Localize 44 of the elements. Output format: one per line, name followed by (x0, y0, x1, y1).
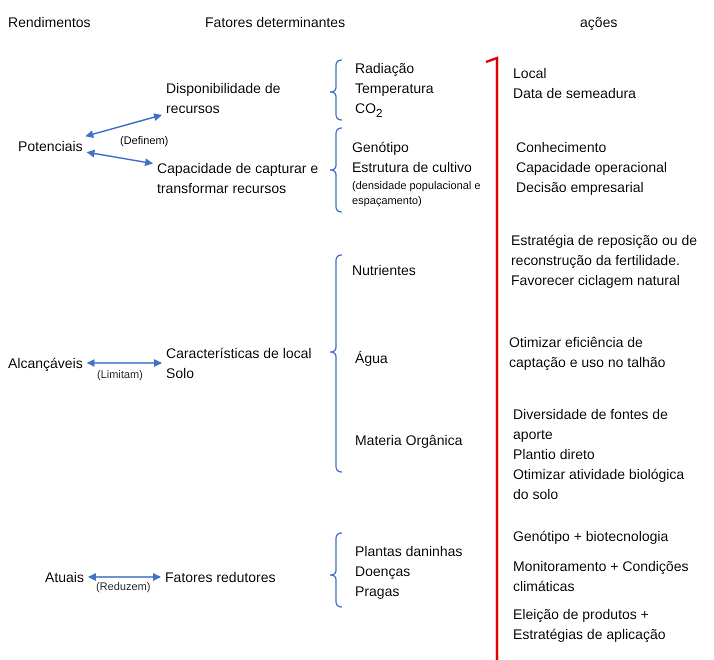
annotation-text: (Definem) (120, 134, 170, 149)
action-text: Decisão empresarial (516, 178, 645, 197)
factor-text: Doenças (355, 562, 412, 581)
column-header: Rendimentos (8, 13, 92, 32)
action-text: Favorecer ciclagem natural (511, 271, 681, 290)
factor-text: Materia Orgânica (355, 431, 464, 450)
action-text: Local (513, 64, 548, 83)
category-text: Características de local (166, 344, 313, 363)
factor-note: (densidade populacional e espaçamento) (352, 179, 482, 209)
category-text: Alcançáveis (8, 354, 84, 373)
category-text: Potenciais (18, 137, 84, 156)
factor-text: Radiação (355, 59, 416, 78)
action-text: Monitoramento + Condições climáticas (513, 557, 690, 596)
category-text: Solo (166, 364, 196, 383)
action-text: Otimizar atividade biológica do solo (513, 465, 686, 504)
action-text: Estratégia de reposição ou de reconstrução da fertilidade. (511, 231, 698, 270)
action-text: Diversidade de fontes de aporte (513, 405, 669, 444)
action-text: Capacidade operacional (516, 158, 668, 177)
double-arrow (88, 573, 161, 581)
factor-text: Plantas daninhas (355, 542, 464, 561)
double-arrow (86, 359, 162, 367)
double-arrow (85, 113, 162, 138)
edge-label: (Reduzem) (96, 580, 150, 594)
factor-text: CO$_{2}$ (355, 99, 384, 122)
action-text: Data de semeadura (513, 84, 637, 103)
column-header: Fatores determinantes (205, 13, 346, 32)
action-text: Genótipo + biotecnologia (513, 527, 670, 546)
category-text: Atuais (45, 568, 85, 587)
factor-text: Estrutura de cultivo (352, 158, 473, 177)
factor-text: Genótipo (352, 138, 410, 157)
column-header: ações (580, 13, 618, 32)
edge-label: (Limitam) (97, 368, 143, 382)
category-text: Capacidade de capturar e transformar recursos (157, 159, 320, 198)
category-text: Fatores redutores (165, 568, 276, 587)
factor-text: Nutrientes (352, 261, 417, 280)
action-text: Eleição de produtos + Estratégias de aplicação (513, 605, 667, 644)
action-text: Otimizar eficiência de captação e uso no talhão (509, 333, 666, 372)
category-text: Disponibilidade de recursos (166, 79, 282, 118)
factor-text: Pragas (355, 582, 400, 601)
factor-text: Água (355, 349, 389, 368)
action-text: Conhecimento (516, 138, 608, 157)
factor-text: Temperatura (355, 79, 435, 98)
action-text: Plantio direto (513, 445, 596, 464)
double-arrow (86, 150, 153, 166)
